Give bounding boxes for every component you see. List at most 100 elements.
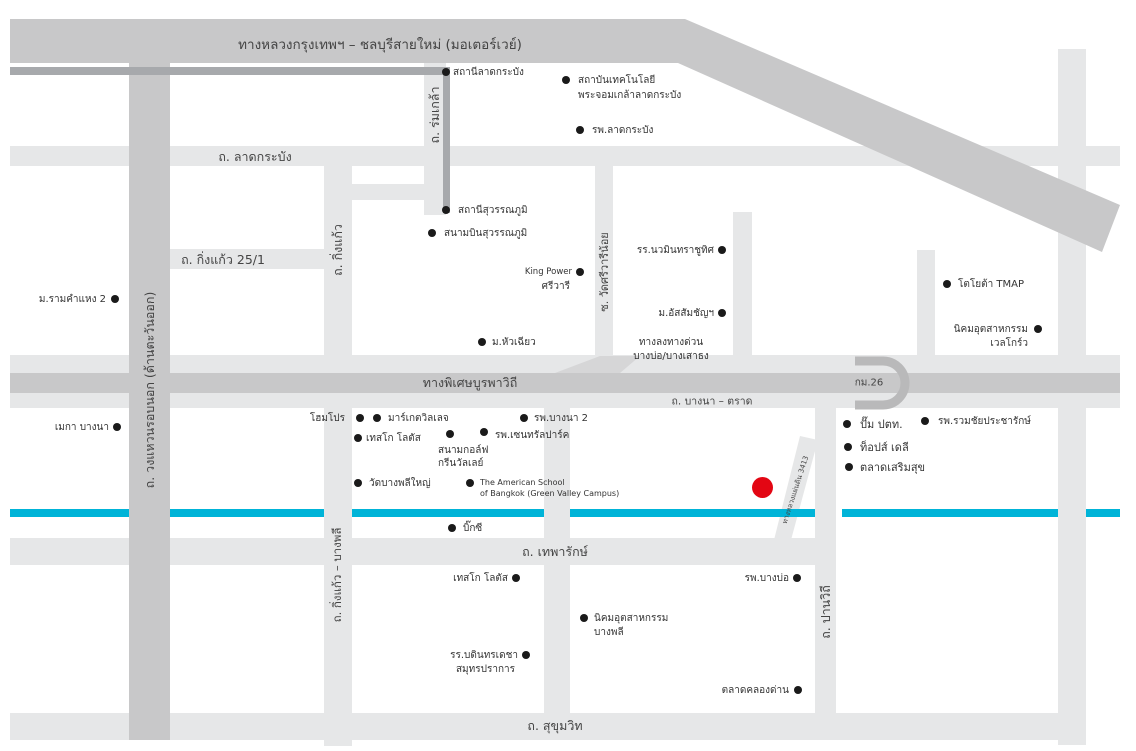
road-latkrabang [10,146,1120,166]
place-dot[interactable] [718,309,726,317]
place-label: ม.อัสสัมชัญฯ [658,308,715,319]
place-dot[interactable] [512,574,520,582]
place-label: รพ.บางนา 2 [534,413,588,424]
place-label: สถานีลาดกระบัง [453,67,524,78]
place-label: นิคมอุตสาหกรรม [594,613,669,624]
place-dot[interactable] [943,280,951,288]
place-dot[interactable] [478,338,486,346]
place-dot[interactable] [466,479,474,487]
place-dot[interactable] [793,574,801,582]
place-label: กรีนวัลเลย์ [438,458,484,469]
road-connector [352,184,424,200]
place-dot[interactable] [845,463,853,471]
blue-line [170,509,324,517]
place-dot[interactable] [354,479,362,487]
road-label-km26: กม.26 [854,377,884,389]
road-panwithi [815,408,836,713]
blue-line [10,509,129,517]
road-label-burapha-withi: ทางพิเศษบูรพาวิถี [422,375,518,390]
place-label: ม.หัวเฉียว [492,337,536,348]
place-dot[interactable] [111,295,119,303]
place-label: of Bangkok (Green Valley Campus) [480,489,620,498]
road-label-kingkaeo-25-1: ถ. กิ่งแก้ว 25/1 [181,252,265,267]
place-label: The American School [480,478,565,487]
place-dot[interactable] [1034,325,1042,333]
place-dot[interactable] [562,76,570,84]
road-label-sukhumvit: ถ. สุขุมวิท [527,718,583,733]
road-motorway [10,19,1120,252]
road-kingkaeo-25-1 [170,249,324,269]
place-label: บางบ่อ/บางเสาธง [633,351,709,362]
place-label: เทสโก โลตัส [366,433,421,444]
blue-line [570,509,815,517]
road-label-kingkaeo-bangphli: ถ. กิ่งแก้ว – บางพลี [330,527,344,623]
place-dot[interactable] [843,420,851,428]
road-side-1 [733,212,752,360]
road-label-kingkaeo: ถ. กิ่งแก้ว [330,224,345,276]
road-wat-sriwari [595,166,613,360]
place-dot[interactable] [844,443,852,451]
place-label: ปั๊ม ปตท. [860,418,903,431]
blue-line [1086,509,1120,517]
place-label: โตโยต้า TMAP [958,279,1024,290]
place-dot[interactable] [576,268,584,276]
place-label: ท็อปส์ เดลี [860,441,909,454]
place-dot[interactable] [354,434,362,442]
road-label-latkrabang: ถ. ลาดกระบัง [218,149,292,164]
place-label: รพ.รวมชัยประชารักษ์ [938,416,1031,427]
place-label: สนามกอล์ฟ [438,445,489,456]
place-label: รพ.บางบ่อ [744,573,789,584]
place-dot[interactable] [522,651,530,659]
rail-line-horizontal [10,67,450,75]
place-dot[interactable] [794,686,802,694]
road-side-2 [917,250,935,360]
road-label-wat-sriwari: ซ. วัดศรีวารีน้อย [598,232,611,312]
place-label: ศรีวารี [541,281,570,292]
road-label-romklao: ถ. ร่มเกล้า [427,86,442,144]
place-dot[interactable] [580,614,588,622]
place-label: ตลาดคลองด่าน [721,685,789,696]
place-dot[interactable] [442,206,450,214]
place-dot[interactable] [442,68,450,76]
place-dot[interactable] [718,246,726,254]
place-label: บิ๊กซี [463,523,483,534]
place-dot[interactable] [520,414,528,422]
place-dot[interactable] [576,126,584,134]
place-dot[interactable] [446,430,454,438]
place-dot[interactable] [428,229,436,237]
place-label: วัดบางพลีใหญ่ [369,478,431,489]
rail-line-vertical [443,67,450,213]
blue-line [842,509,1058,517]
place-dot[interactable] [356,414,364,422]
place-dot[interactable] [373,414,381,422]
place-dot[interactable] [448,524,456,532]
place-label: รพ.ลาดกระบัง [592,125,654,136]
place-label: ม.รามคำแหง 2 [38,294,106,305]
place-label: บางพลี [594,627,624,638]
place-dot[interactable] [480,428,488,436]
place-label: สมุทรปราการ [455,664,515,675]
place-label: สถาบันเทคโนโลยี [578,75,656,86]
road-ring [129,63,170,740]
road-expressway-ramp [555,356,640,373]
destination-marker[interactable] [752,477,773,498]
place-label: รร.บดินทรเดชา [450,650,518,661]
place-label: มาร์เกตวิลเลจ [388,413,449,424]
road-sukhumvit [10,713,1086,740]
road-label-ring-road: ถ. วงแหวนรอบนอก (ด้านตะวันออก) [142,291,157,489]
place-label: สถานีสุวรรณภูมิ [458,205,528,216]
road-label-motorway: ทางหลวงกรุงเทพฯ – ชลบุรีสายใหม่ (มอเตอร์… [238,37,522,53]
road-label-theparak: ถ. เทพารักษ์ [522,544,588,559]
place-dot[interactable] [921,417,929,425]
place-dot[interactable] [113,423,121,431]
place-label: สนามบินสุวรรณภูมิ [444,228,528,239]
place-label: เทสโก โลตัส [453,573,508,584]
place-label: ทางลงทางด่วน [638,337,704,348]
place-label: รพ.เซนทรัลปาร์ค [495,430,570,441]
blue-line [352,509,544,517]
place-label: โฮมโปร [309,413,345,424]
road-kingkaeo [324,166,352,746]
place-label: เมกา บางนา [54,422,109,433]
